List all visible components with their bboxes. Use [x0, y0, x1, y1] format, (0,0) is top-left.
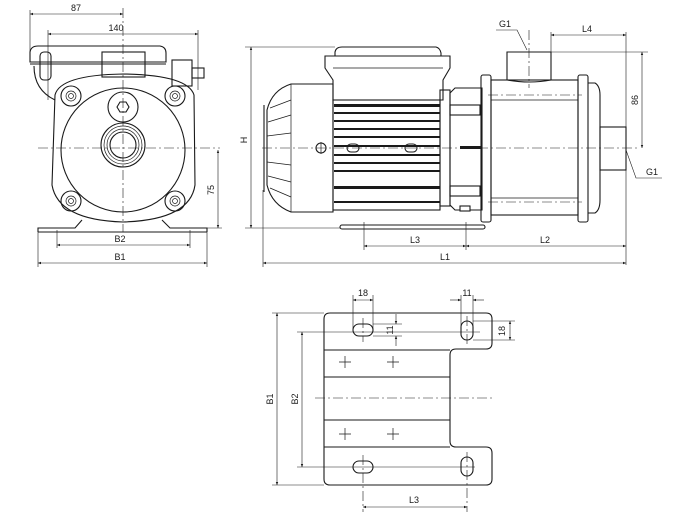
side-view: H G1 L4 86 G1 L3 L2 L1	[239, 19, 662, 267]
dim-l2-label: L2	[540, 235, 550, 245]
dim-86-label: 86	[630, 95, 640, 105]
suction-inlet	[599, 126, 627, 171]
dim-11-vert-label: 11	[385, 325, 395, 334]
dim-87-label: 87	[71, 3, 81, 13]
dim-18-top-label: 18	[358, 288, 368, 298]
dim-g1-top-label: G1	[499, 19, 511, 29]
dim-75-label: 75	[206, 185, 216, 195]
dim-11-top-label: 11	[462, 288, 471, 298]
dim-l3-side-label: L3	[410, 235, 420, 245]
lifting-slot-icon	[404, 143, 418, 153]
dim-l4-label: L4	[582, 24, 592, 34]
base-plate-view: B1 B2 18 11 11 18 L3	[265, 288, 515, 512]
dim-h-label: H	[239, 137, 249, 144]
dim-b1-label: B1	[114, 252, 125, 262]
hex-plug-icon	[116, 101, 130, 113]
fan-cover	[263, 83, 334, 213]
discharge-outlet	[506, 51, 552, 83]
front-view: 87 140 75 B2 B1	[29, 3, 222, 267]
dim-140-label: 140	[108, 23, 123, 33]
dim-b1-base-label: B1	[265, 393, 275, 404]
dim-b2-label: B2	[114, 234, 125, 244]
dim-l1-label: L1	[440, 252, 450, 262]
dim-b2-base-label: B2	[290, 393, 300, 404]
dim-18-vert-label: 18	[497, 326, 507, 336]
cross-marks	[339, 356, 399, 440]
adapter	[439, 87, 483, 212]
dim-g1-side-label: G1	[646, 167, 658, 177]
base-plate-outline	[323, 312, 493, 486]
terminal-box	[324, 46, 451, 101]
corner-bolts	[60, 85, 186, 212]
dim-l3-base-label: L3	[409, 495, 419, 505]
cooling-ribs	[334, 104, 440, 203]
mounting-slots	[352, 320, 474, 477]
base-plate	[339, 224, 486, 230]
pump-housing	[480, 51, 627, 223]
